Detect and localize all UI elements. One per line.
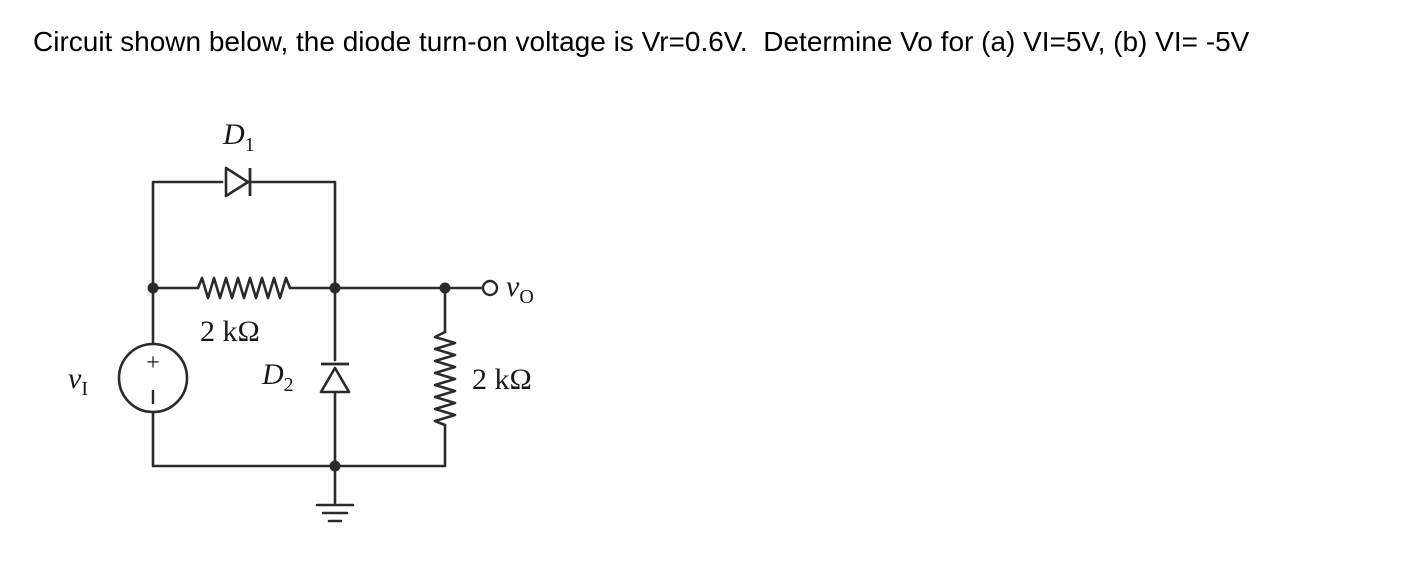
wire-load-bottom [333, 423, 447, 468]
label-resistor-series: 2 kΩ [200, 315, 260, 348]
source-plus-sign: + [146, 350, 160, 376]
junction-dots [147, 282, 451, 472]
resistor-load-zigzag [433, 330, 457, 427]
voltage-source-icon [117, 342, 189, 414]
wire-source-bottom [151, 410, 337, 468]
label-output: vO [506, 270, 534, 308]
output-terminal-icon [481, 279, 499, 297]
junction-left [147, 282, 159, 294]
resistor-series-zigzag [196, 276, 292, 300]
problem-statement: Circuit shown below, the diode turn-on v… [33, 26, 1250, 57]
wire-top-right [250, 180, 337, 290]
ground-icon [315, 503, 355, 523]
label-resistor-load: 2 kΩ [472, 363, 532, 396]
label-d1: D1 [222, 118, 255, 156]
label-source: vI [68, 362, 88, 400]
junction-center [329, 282, 341, 294]
diode-d1-icon [224, 166, 252, 198]
diode-d2-icon [319, 362, 351, 394]
wire-top-left [151, 180, 224, 290]
junction-bottom [329, 460, 341, 472]
junction-right [439, 282, 451, 294]
label-d2: D2 [261, 358, 294, 396]
